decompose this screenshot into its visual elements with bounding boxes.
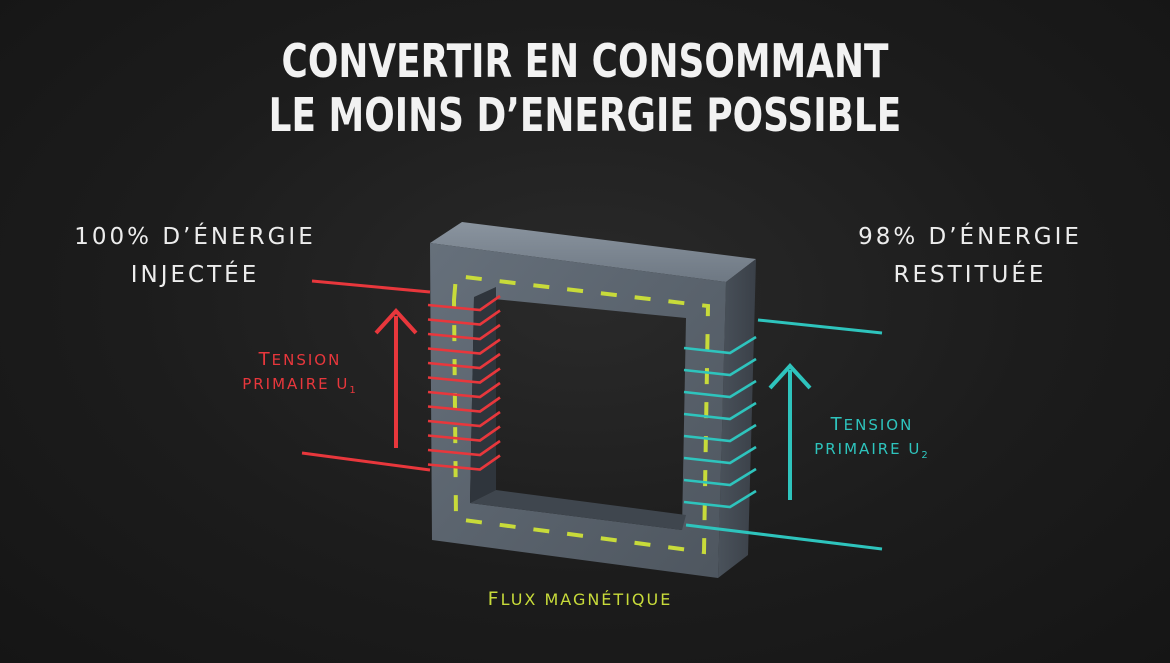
output-energy-label: 98% D’ÉNERGIE RESTITUÉE — [800, 218, 1140, 294]
core-top-face — [430, 222, 756, 282]
title-line-1: CONVERTIR EN CONSOMMANT — [281, 34, 889, 88]
primary-coil-turn — [427, 323, 501, 341]
primary-voltage-word: ENSION — [271, 351, 342, 369]
secondary-coil-turn — [683, 379, 757, 399]
flux-word: LUX MAGNÉTIQUE — [500, 590, 673, 609]
primary-lead-bottom — [301, 451, 431, 472]
primary-coil-turn — [427, 439, 501, 457]
primary-leads — [301, 279, 431, 472]
output-energy-line1: 98% D’ÉNERGIE — [858, 224, 1082, 250]
primary-coil-turn — [427, 338, 501, 355]
primary-lead-top — [311, 279, 431, 294]
secondary-voltage-label: TENSION PRIMAIRE U2 — [797, 413, 947, 468]
secondary-winding — [683, 335, 757, 509]
primary-voltage-subscript: 1 — [349, 385, 358, 396]
secondary-coil-turn — [683, 357, 757, 377]
secondary-voltage-arrow — [768, 363, 812, 500]
primary-coil-turn — [427, 352, 501, 370]
input-energy-line2: INJECTÉE — [130, 262, 260, 288]
secondary-leads — [685, 318, 883, 551]
secondary-coil-turn — [683, 335, 757, 355]
primary-coil-turn — [427, 294, 501, 312]
magnetic-flux-label: FLUX MAGNÉTIQUE — [420, 588, 740, 610]
input-energy-label: 100% D’ÉNERGIE INJECTÉE — [30, 218, 360, 294]
secondary-voltage-line2: PRIMAIRE U — [814, 440, 922, 458]
secondary-coil-turn — [683, 423, 757, 443]
input-energy-line1: 100% D’ÉNERGIE — [74, 224, 316, 250]
title-line-2: LE MOINS D’ENERGIE POSSIBLE — [268, 88, 902, 142]
primary-coil-turn — [427, 367, 501, 384]
primary-voltage-label: TENSION PRIMAIRE U1 — [230, 348, 370, 403]
transformer-core — [430, 222, 756, 578]
secondary-coil-turn — [683, 489, 757, 509]
primary-winding — [427, 294, 501, 471]
primary-coil-turn — [427, 396, 501, 413]
primary-voltage-line2: PRIMAIRE U — [242, 375, 350, 393]
core-front-face — [430, 243, 726, 578]
primary-coil-turn — [427, 381, 501, 399]
secondary-voltage-word: ENSION — [843, 416, 914, 434]
primary-coil-turn — [427, 309, 501, 326]
core-inner-bottom — [470, 490, 686, 530]
primary-voltage-initial: T — [258, 349, 272, 370]
primary-voltage-arrow — [374, 308, 418, 448]
primary-coil-turn — [427, 410, 501, 428]
secondary-voltage-subscript: 2 — [921, 450, 930, 461]
secondary-lead-bottom — [685, 523, 883, 551]
secondary-coil-turn — [683, 467, 757, 487]
primary-coil-turn — [427, 425, 501, 442]
secondary-voltage-initial: T — [830, 414, 844, 435]
secondary-coil-turn — [683, 401, 757, 421]
flux-initial: F — [487, 588, 501, 610]
secondary-lead-top — [757, 318, 883, 335]
primary-coil-turn — [427, 454, 501, 471]
output-energy-line2: RESTITUÉE — [893, 262, 1047, 288]
secondary-coil-turn — [683, 445, 757, 465]
